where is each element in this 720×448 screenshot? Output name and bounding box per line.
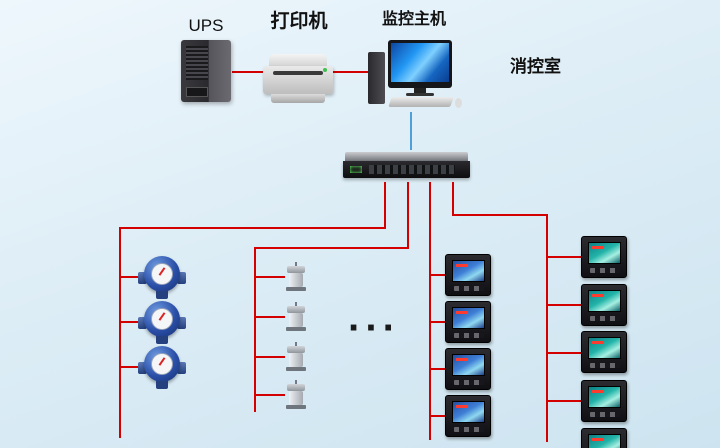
meter-fitting [156,336,168,344]
meter-readout [592,341,604,344]
power-meter-icon [445,348,491,390]
connection-line [254,182,409,412]
meter-flange [177,272,186,284]
sensor-stem [295,262,297,268]
sensor-body [289,273,303,287]
sensor-base [286,405,306,409]
meter-dial [151,308,173,330]
printer-tray [271,94,325,103]
printer-body [263,66,333,94]
sensor-body [289,353,303,367]
meter-screen [588,434,621,448]
sensor-cap [287,384,305,391]
connection-line [452,182,548,442]
meter-buttons [590,268,620,273]
power-meter-icon [445,301,491,343]
printer-led [323,68,327,72]
pc-monitor-stand [414,88,426,93]
meter-flange [138,317,147,329]
sensor-base [286,287,306,291]
water-meter-icon [138,345,186,389]
sensor-stem [295,302,297,308]
meter-dial [151,353,173,375]
power-meter-icon [581,331,627,373]
meter-flange [138,362,147,374]
control-room-label: 消控室 [510,57,561,76]
collector-led [350,166,362,173]
meter-readout [456,405,468,408]
printer-device-icon [263,54,333,106]
meter-readout [592,438,604,441]
ups-vents [186,46,208,80]
power-meter-icon [581,236,627,278]
meter-flange [177,362,186,374]
power-meter-icon [445,254,491,296]
data-collector-device-icon [343,152,470,182]
sensor-device-icon [283,262,309,292]
pc-keyboard [388,97,454,107]
meter-readout [592,390,604,393]
ups-panel [186,87,208,97]
collector-top [345,152,468,161]
sensor-stem [295,380,297,386]
meter-readout [592,294,604,297]
ups-device-icon [181,40,231,102]
sensor-cap [287,306,305,313]
sensor-body [289,313,303,327]
meter-buttons [454,286,484,291]
sensor-cap [287,346,305,353]
meter-buttons [454,333,484,338]
meter-readout [592,246,604,249]
printer-paper-slot [273,71,323,75]
pc-monitor-base [406,93,434,96]
ups-label: UPS [188,16,224,35]
connection-line [119,182,386,438]
meter-buttons [454,380,484,385]
sensor-device-icon [283,380,309,410]
printer-label: 打印机 [270,11,328,32]
water-meter-icon [138,300,186,344]
sensor-device-icon [283,342,309,372]
meter-dial [151,263,173,285]
meter-fitting [156,291,168,299]
pc-mouse [455,98,462,108]
meter-fitting [156,381,168,389]
meter-flange [138,272,147,284]
monitor-host-label: 监控主机 [381,11,446,28]
power-meter-icon [445,395,491,437]
printer-lid [269,54,327,68]
meter-buttons [590,412,620,417]
sensor-base [286,367,306,371]
meter-flange [177,317,186,329]
sensor-base [286,327,306,331]
pc-screen [391,43,449,82]
power-meter-icon [581,284,627,326]
pc-tower [368,52,385,104]
sensor-body [289,391,303,405]
meter-readout [456,264,468,267]
meter-buttons [590,316,620,321]
ellipsis-more-devices: ··· [348,306,400,350]
monitor-host-device-icon [368,40,462,110]
meter-readout [456,358,468,361]
power-meter-icon [581,428,627,448]
sensor-cap [287,266,305,273]
collector-ports [369,165,455,174]
meter-buttons [454,427,484,432]
power-meter-icon [581,380,627,422]
sensor-stem [295,342,297,348]
sensor-device-icon [283,302,309,332]
water-meter-icon [138,255,186,299]
meter-readout [456,311,468,314]
meter-buttons [590,363,620,368]
